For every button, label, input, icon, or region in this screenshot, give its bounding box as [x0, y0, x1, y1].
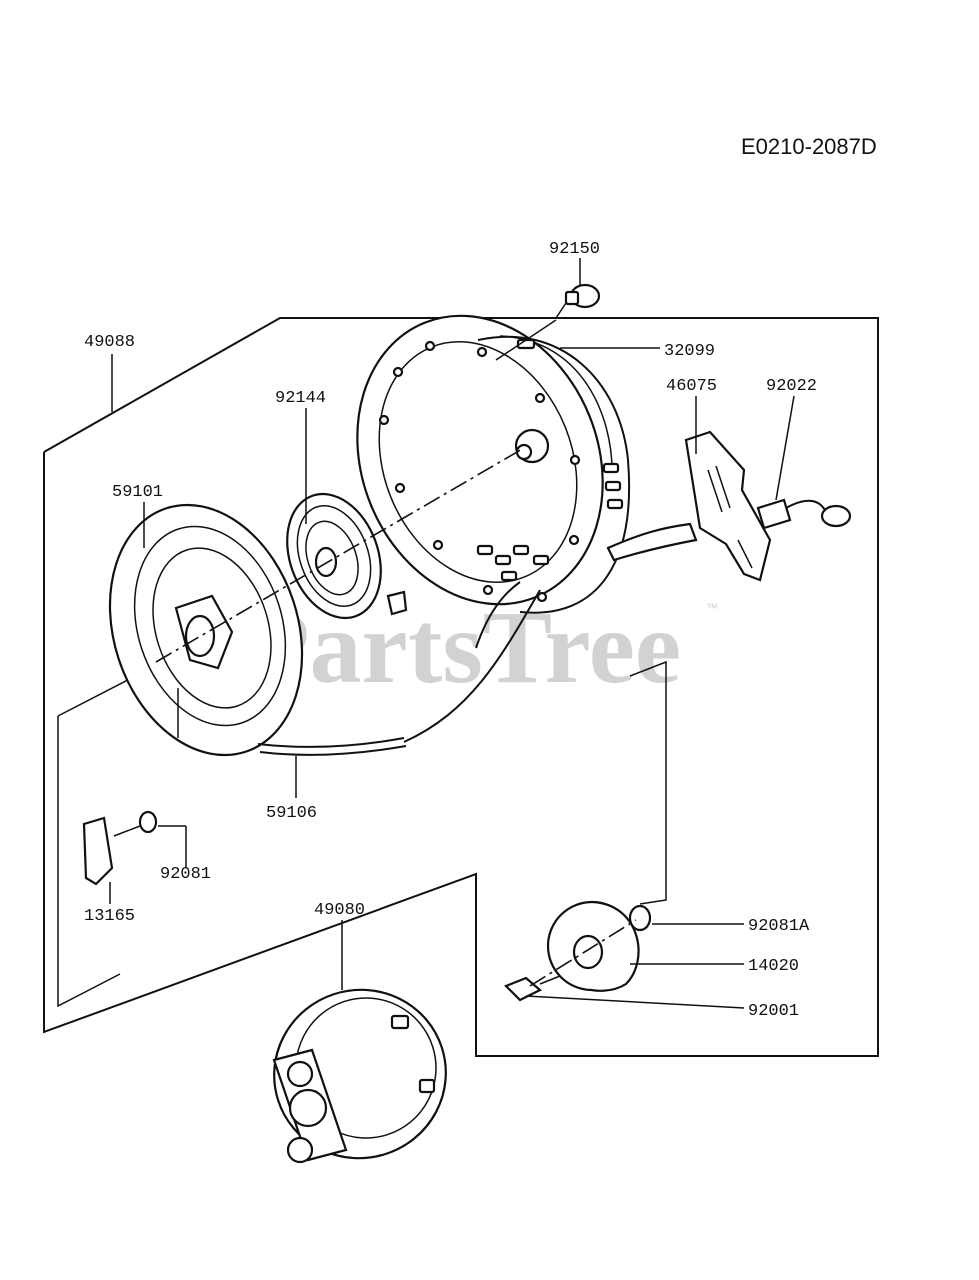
label-92150: 92150	[549, 240, 600, 259]
centerlines	[155, 447, 637, 987]
bolt-92001	[504, 975, 561, 1002]
pulley-49080	[272, 988, 447, 1164]
label-92081: 92081	[160, 865, 211, 884]
case-vent-slots	[476, 338, 624, 582]
leader-lines	[109, 258, 795, 1009]
watermark-text: PartsTree	[246, 590, 681, 705]
reel-59101	[108, 503, 304, 757]
label-59106: 59106	[266, 804, 317, 823]
label-92144: 92144	[275, 389, 326, 408]
label-92022: 92022	[766, 377, 817, 396]
part-labels: 92150 49088 32099 92144 46075 92022 5910…	[84, 240, 817, 1021]
weight-14020	[546, 900, 640, 992]
label-49080: 49080	[314, 901, 365, 920]
diagram-code: E0210-2087D	[741, 134, 877, 159]
starter-handle-46075	[606, 430, 772, 582]
rope-59106	[257, 581, 541, 756]
rope-guide-92022	[756, 498, 852, 530]
label-13165: 13165	[84, 907, 135, 926]
label-49088: 49088	[84, 333, 135, 352]
watermark-trademark: ™	[706, 601, 718, 615]
ratchet-13165	[82, 816, 114, 886]
case-bolt-holes	[378, 340, 581, 603]
label-46075: 46075	[666, 377, 717, 396]
label-92001: 92001	[748, 1002, 799, 1021]
label-92081A: 92081A	[748, 917, 810, 936]
assembly-outline	[43, 317, 879, 1057]
spring-92081A	[628, 904, 652, 932]
label-59101: 59101	[112, 483, 163, 502]
spring-92081	[113, 810, 158, 837]
label-32099: 32099	[664, 342, 715, 361]
cap-screw-92150	[555, 283, 601, 319]
recoil-case-32099	[356, 314, 630, 614]
label-14020: 14020	[748, 957, 799, 976]
spiral-spring-92144	[286, 492, 408, 620]
